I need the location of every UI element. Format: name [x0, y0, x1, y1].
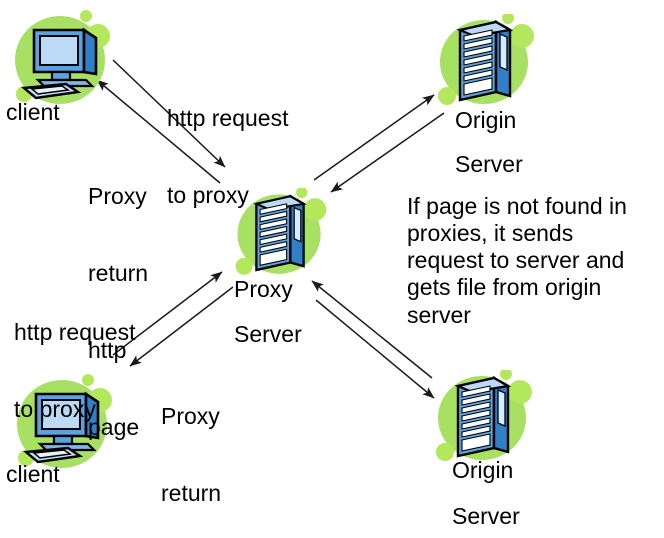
- paragraph-line: request to server and: [407, 247, 625, 274]
- annotation-line: Proxy: [88, 182, 147, 209]
- annotation-line: return: [88, 259, 149, 286]
- node-label-origin-server-bottom-line2: Server: [452, 503, 520, 529]
- annotation-line: Proxy: [161, 402, 220, 429]
- node-label-proxy-server-line2: Server: [234, 321, 302, 347]
- rack-server-icon: [436, 370, 532, 461]
- edge-origin-top-to-proxy: [330, 112, 445, 193]
- explanation-paragraph: If page is not found in proxies, it send…: [407, 193, 657, 329]
- paragraph-line: proxies, it sends: [407, 220, 574, 247]
- annotation-proxy-return-top: Proxy return http page: [88, 132, 148, 493]
- annotation-line: return: [161, 479, 222, 506]
- annotation-http-request-bottom: http request to proxy: [14, 268, 135, 474]
- annotation-line: to proxy: [167, 181, 249, 208]
- node-label-client-bottom: client: [6, 461, 60, 487]
- annotation-line: http request: [14, 318, 136, 345]
- node-origin-server-bottom[interactable]: [428, 370, 538, 470]
- node-label-origin-server-bottom-line1: Origin: [452, 457, 514, 483]
- node-client-top[interactable]: [8, 8, 118, 113]
- rack-server-icon: [235, 188, 327, 275]
- annotation-line: http: [88, 337, 127, 363]
- node-proxy-server[interactable]: [228, 188, 332, 284]
- annotation-line: to proxy: [14, 395, 96, 422]
- annotation-proxy-return-bottom: Proxy return http page: [161, 352, 221, 538]
- node-label-origin-server-top-line1: Origin: [455, 107, 517, 133]
- node-origin-server-top[interactable]: [430, 14, 540, 114]
- paragraph-line: server: [407, 301, 471, 328]
- edge-proxy-to-origin-top: [313, 94, 435, 181]
- node-label-client-top: client: [6, 99, 60, 125]
- annotation-line: page: [88, 414, 140, 441]
- node-label-proxy-server-line1: Proxy: [234, 276, 293, 302]
- node-client-bottom[interactable]: [10, 372, 120, 477]
- desktop-computer-icon: [17, 374, 112, 468]
- paragraph-line: gets file from origin: [407, 274, 602, 301]
- node-label-origin-server-top-line2: Server: [455, 151, 523, 177]
- paragraph-line: If page is not found in: [407, 193, 627, 219]
- rack-server-icon: [438, 14, 534, 105]
- desktop-computer-icon: [15, 10, 110, 104]
- annotation-line: http request: [167, 104, 289, 131]
- annotation-http-request-top: http request to proxy: [167, 54, 288, 260]
